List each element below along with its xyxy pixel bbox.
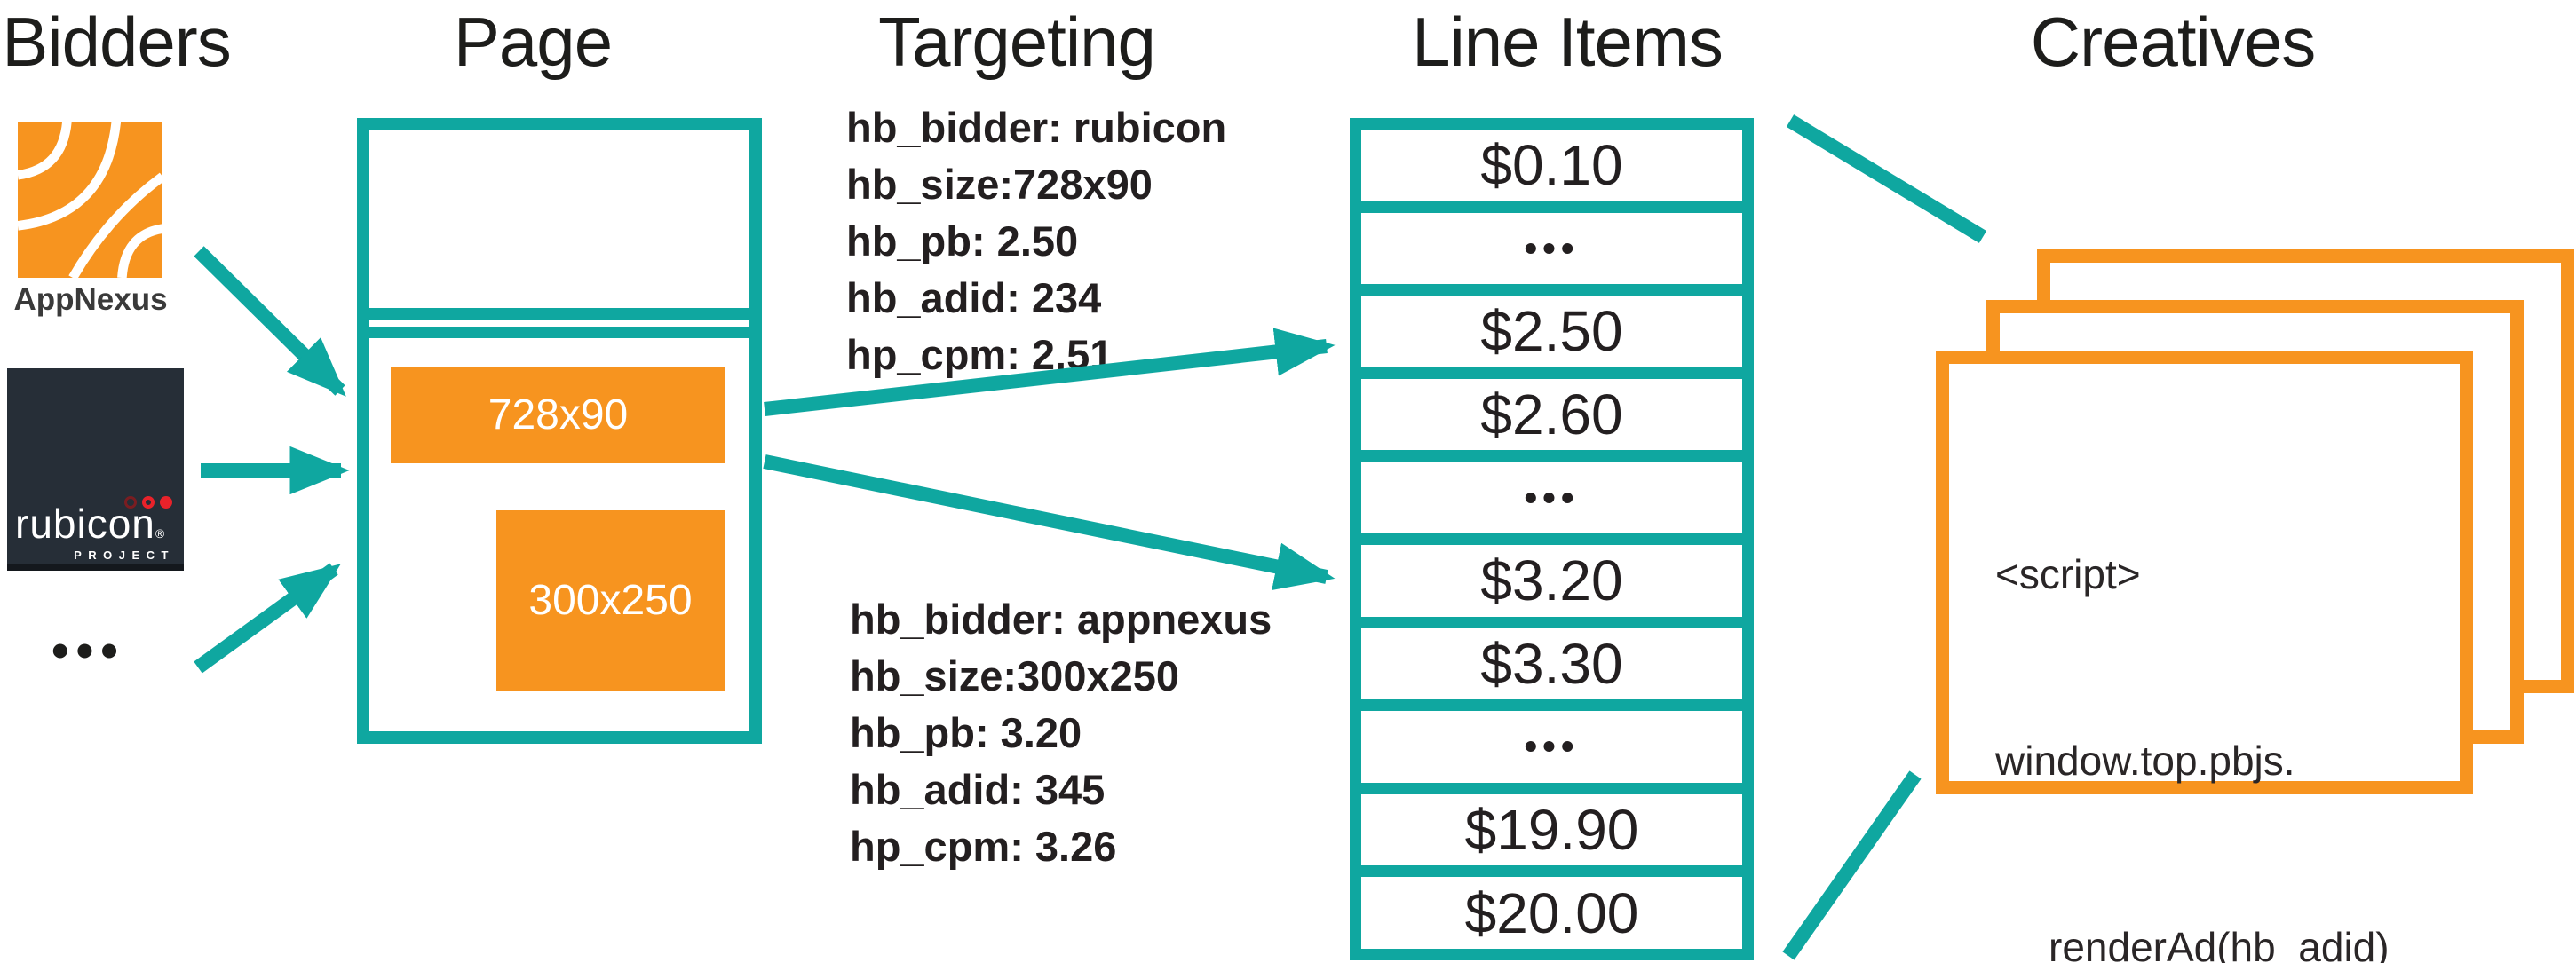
line-items-table: $0.10 ••• $2.50 $2.60 ••• $3.20 $3.30 ••… — [1350, 118, 1754, 960]
line-lineitems-bottom-to-creatives — [1782, 770, 1922, 960]
targeting-line: hb_bidder: appnexus — [850, 596, 1272, 643]
rubicon-project-label: PROJECT — [74, 549, 175, 562]
targeting-line: hb_adid: 345 — [850, 766, 1106, 813]
column-title-bidders: Bidders — [2, 3, 231, 81]
targeting-line: hb_pb: 3.20 — [850, 709, 1082, 756]
script-line: renderAd(hb_adid) — [2049, 924, 2390, 963]
rubicon-wordmark: rubicon® — [15, 501, 166, 547]
ad-slot-728x90: 728x90 — [391, 367, 725, 463]
targeting-line: hb_pb: 2.50 — [846, 217, 1079, 264]
rubicon-logo: rubicon® PROJECT — [7, 368, 184, 571]
ad-slot-300x250: 300x250 — [496, 510, 725, 691]
script-line: window.top.pbjs. — [1995, 738, 2295, 784]
line-item-row: $0.10 — [1361, 130, 1742, 213]
column-title-line-items: Line Items — [1412, 3, 1724, 81]
line-item-row: $2.60 — [1361, 379, 1742, 462]
targeting-line: hb_size:728x90 — [846, 161, 1153, 208]
rubicon-dot-solid — [160, 496, 172, 509]
targeting-line: hb_size:300x250 — [850, 652, 1180, 699]
appnexus-logo-icon — [18, 122, 162, 278]
line-lineitems-top-to-creatives — [1786, 114, 1987, 243]
line-item-row: $2.50 — [1361, 296, 1742, 379]
rubicon-dot-ring — [142, 496, 155, 509]
more-bidders-ellipsis: ••• — [52, 622, 125, 678]
registered-mark: ® — [155, 526, 166, 541]
targeting-line: hb_adid: 234 — [846, 274, 1102, 321]
line-item-row: $20.00 — [1464, 880, 1639, 945]
line-item-row: $19.90 — [1361, 794, 1742, 878]
page-header-divider — [357, 308, 762, 320]
line-item-row-ellipsis: ••• — [1361, 462, 1742, 545]
targeting-line: hp_cpm: 3.26 — [850, 823, 1117, 870]
appnexus-logo-label: AppNexus — [13, 282, 168, 317]
creative-script-code: <script> window.top.pbjs. renderAd(hb_ad… — [1995, 419, 2390, 963]
line-item-row: $3.30 — [1361, 628, 1742, 712]
page-body-divider — [357, 327, 762, 338]
targeting-line: hb_bidder: rubicon — [846, 104, 1227, 151]
arrow-appnexus-to-page — [194, 246, 346, 397]
targeting-line: hp_cpm: 2.51 — [846, 331, 1114, 378]
targeting-block-rubicon: hb_bidder: rubicon hb_size:728x90 hb_pb:… — [846, 99, 1308, 383]
column-title-page: Page — [453, 3, 613, 81]
arrow-morebidders-to-page — [194, 563, 341, 674]
line-item-row: $3.20 — [1361, 545, 1742, 628]
column-title-targeting: Targeting — [878, 3, 1156, 81]
arrow-page-to-lineitem-320 — [763, 454, 1336, 591]
creative-card-front: <script> window.top.pbjs. renderAd(hb_ad… — [1936, 351, 2473, 963]
line-item-row-ellipsis: ••• — [1361, 213, 1742, 296]
rubicon-logo-dots — [124, 496, 172, 509]
script-line: <script> — [1995, 551, 2141, 597]
line-item-row-ellipsis: ••• — [1361, 711, 1742, 794]
column-title-creatives: Creatives — [2030, 3, 2316, 81]
targeting-block-appnexus: hb_bidder: appnexus hb_size:300x250 hb_p… — [850, 591, 1312, 875]
rubicon-dot-maroon — [124, 496, 137, 509]
